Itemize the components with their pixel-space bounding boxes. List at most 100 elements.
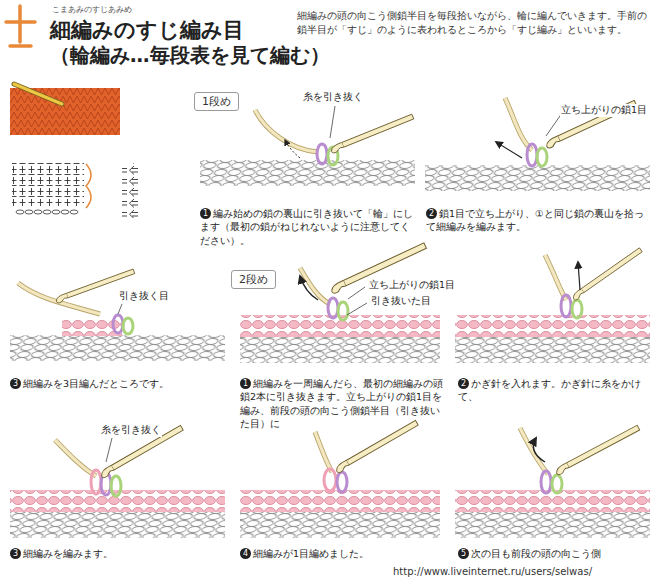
watermark: http://www.liveinternet.ru/users/selwas/ xyxy=(393,566,592,577)
row-label-box: 2段め xyxy=(231,270,276,289)
caption-text: 細編みが1目編めました。 xyxy=(253,548,369,559)
step-caption: 3細編みを編みます。 xyxy=(10,547,225,560)
step-drawing xyxy=(334,420,419,473)
step-drawing xyxy=(545,255,566,300)
step-drawing xyxy=(240,512,440,538)
callout-label: 立ち上がりの鎖1目 xyxy=(368,279,456,292)
step-drawing xyxy=(425,165,650,191)
subtitle: （輪編み…毎段表を見て編む） xyxy=(50,42,330,69)
step-drawing xyxy=(505,98,532,150)
step-drawing xyxy=(330,114,415,154)
step-drawing xyxy=(328,298,338,318)
step-drawing xyxy=(520,428,548,474)
step-caption: 3細編みを3目編んだところです。 xyxy=(10,377,225,390)
step-drawing xyxy=(578,262,580,290)
step-drawing xyxy=(10,490,225,512)
step-drawing xyxy=(255,110,318,152)
callout-label: 引き抜いた目 xyxy=(370,295,432,308)
step-drawing xyxy=(55,440,96,476)
step-drawing xyxy=(10,335,225,361)
symbol-chart xyxy=(34,210,42,214)
stitch-symbol xyxy=(6,6,35,46)
step-drawing xyxy=(255,110,318,152)
caption-text: 細編みを一周編んだら、最初の細編みの頭鎖2本に引き抜きます。立ち上がりの鎖1目を… xyxy=(240,378,443,429)
step-drawing xyxy=(455,337,650,363)
callout-number: 2 xyxy=(458,378,469,389)
symbol-chart xyxy=(16,210,24,214)
step-caption: 2鎖1目で立ち上がり、①と同じ鎖の裏山を拾って細編みを編みます。 xyxy=(426,207,650,234)
caption-text: かぎ針を入れます。かぎ針に糸をかけて、 xyxy=(458,378,641,402)
step-drawing xyxy=(496,142,522,158)
step-drawing xyxy=(240,420,440,538)
step-drawing xyxy=(561,295,571,317)
callout-number: 5 xyxy=(458,548,469,559)
swatch-photo xyxy=(10,88,120,135)
step-drawing xyxy=(111,476,121,496)
step-drawing xyxy=(324,469,336,491)
caption-text: 細編みを編みます。 xyxy=(23,548,113,559)
caption-text: 編み始めの鎖の裏山に引き抜いて「輪」にします（最初の鎖がねじれないように注意して… xyxy=(200,208,413,246)
swatch-photo xyxy=(10,84,120,135)
title: 細編みのすじ編み目 xyxy=(50,16,244,44)
step-drawing xyxy=(91,470,101,494)
symbol-chart xyxy=(70,210,78,214)
intro-note: 細編みの頭の向こう側鎖半目を毎段拾いながら、輪に編んでいきます。手前の鎖半目が「… xyxy=(297,9,649,37)
step-drawing xyxy=(541,471,551,493)
step-drawing xyxy=(240,243,440,363)
step-drawing xyxy=(337,472,347,492)
callout-label: 糸を引き抜く xyxy=(302,91,364,104)
step-caption: 5次の目も前段の頭の向こう側 xyxy=(458,547,650,560)
step-drawing xyxy=(200,160,415,186)
step-drawing xyxy=(240,337,440,363)
callout-label: 引き抜く目 xyxy=(118,290,170,303)
symbol-chart xyxy=(122,163,138,218)
symbol-chart xyxy=(61,210,69,214)
step-drawing xyxy=(285,140,300,158)
caption-text: 次の目も前段の頭の向こう側 xyxy=(471,548,601,559)
step-drawing xyxy=(118,304,122,314)
callout-label: 糸を引き抜く xyxy=(100,424,162,437)
symbol-chart xyxy=(52,210,60,214)
callout-number: 1 xyxy=(200,208,211,219)
step-drawing xyxy=(455,490,650,512)
swatch-photo xyxy=(10,88,120,135)
step-drawing xyxy=(545,255,566,300)
callout-number: 1 xyxy=(240,378,251,389)
step-drawing xyxy=(106,438,112,462)
step-drawing xyxy=(317,144,327,164)
step-drawing xyxy=(455,248,650,363)
reading-text: こまあみのすじあみめ xyxy=(52,4,132,15)
symbol-chart xyxy=(86,164,91,208)
step-drawing xyxy=(455,425,650,538)
step-drawing xyxy=(455,315,650,337)
callout-number: 2 xyxy=(426,208,437,219)
swatch-photo xyxy=(14,84,62,104)
step-drawing xyxy=(338,302,348,320)
step-caption: 1細編みを一周編んだら、最初の細編みの頭鎖2本に引き抜きます。立ち上がりの鎖1目… xyxy=(240,377,445,430)
symbol-chart xyxy=(43,210,51,214)
step-drawing xyxy=(533,438,545,462)
callout-label: 立ち上がりの鎖1目 xyxy=(560,104,648,117)
step-drawing xyxy=(300,268,330,304)
row-label: 2段め xyxy=(239,272,268,287)
step-drawing xyxy=(571,248,643,301)
step-drawing xyxy=(425,98,650,191)
symbol-chart xyxy=(25,210,33,214)
step-drawing xyxy=(10,269,225,361)
step-caption: 4細編みが1目編めました。 xyxy=(240,547,445,560)
caption-text: 鎖1目で立ち上がり、①と同じ鎖の裏山を拾って細編みを編みます。 xyxy=(426,208,644,232)
step-drawing xyxy=(113,315,123,333)
step-drawing xyxy=(300,276,318,300)
caption-text: 細編みを3目編んだところです。 xyxy=(23,378,169,389)
step-drawing xyxy=(520,428,548,474)
swatch-photo xyxy=(14,84,62,104)
step-drawing xyxy=(330,106,335,138)
step-drawing xyxy=(200,106,415,186)
step-drawing xyxy=(455,512,650,538)
step-drawing xyxy=(55,440,96,476)
stitch-symbol xyxy=(6,6,35,46)
step-drawing xyxy=(10,425,225,538)
step-caption: 1編み始めの鎖の裏山に引き抜いて「輪」にします（最初の鎖がねじれないように注意し… xyxy=(200,207,416,247)
